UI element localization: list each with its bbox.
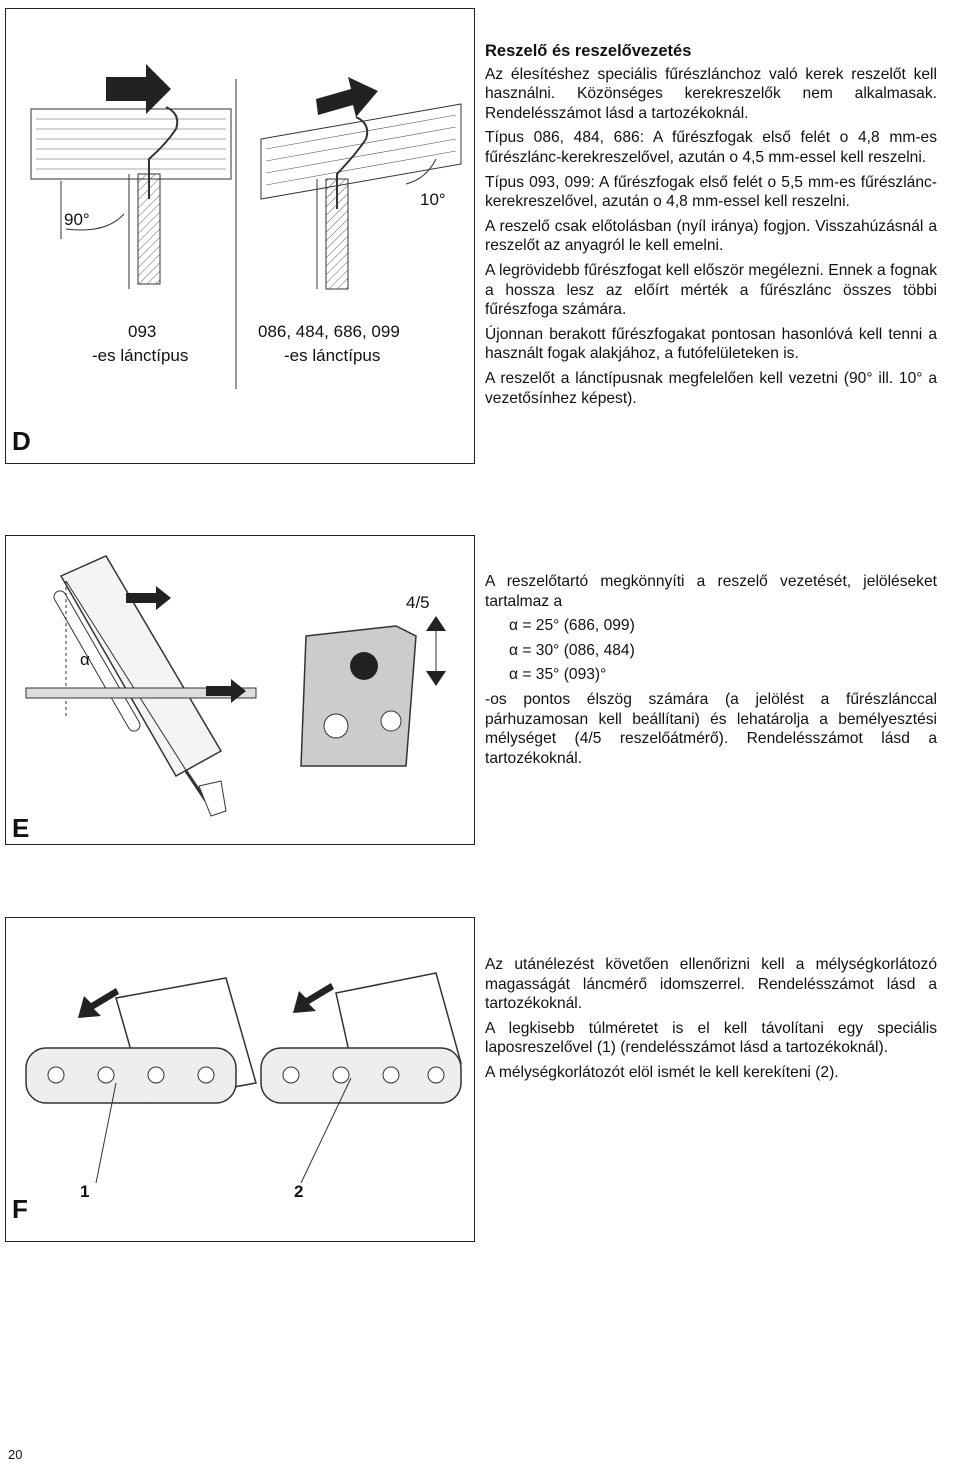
paragraph: A legrövidebb fűrészfogat kell először m… xyxy=(485,261,937,319)
section-d-label: D xyxy=(12,426,31,456)
section-e-label: E xyxy=(12,813,30,843)
callout-number-1: 1 xyxy=(80,1182,90,1201)
figure-f-illustration xyxy=(25,972,462,1184)
figure-e-frame xyxy=(5,535,475,845)
section-f-text: Az utánélezést követően ellenőrizni kell… xyxy=(485,955,937,1088)
callout-number-2: 2 xyxy=(294,1182,304,1201)
paragraph: A reszelőt a lánctípusnak megfelelően ke… xyxy=(485,369,937,407)
paragraph: A mélységkorlátozót elöl ismét le kell k… xyxy=(485,1063,839,1081)
angle-10-label: 10° xyxy=(420,190,446,209)
angle-line: α = 30° (086, 484) xyxy=(509,641,635,659)
alpha-label: α xyxy=(80,650,90,669)
gauge-ratio-label: 4/5 xyxy=(406,593,430,612)
page-number: 20 xyxy=(8,1447,23,1462)
paragraph: A legkisebb túlméretet is el kell távolí… xyxy=(485,1019,937,1057)
left-chain-type-caption: -es lánctípus xyxy=(92,346,189,365)
section-d-text: Reszelő és reszelővezetés Az élesítéshez… xyxy=(485,42,937,413)
paragraph: A reszelő csak előtolásban (nyíl iránya)… xyxy=(485,217,937,255)
paragraph: -os pontos élszög számára (a jelölést a … xyxy=(485,690,937,767)
paragraph: A reszelőtartó megkönnyíti a reszelő vez… xyxy=(485,573,937,610)
figure-e-illustration xyxy=(25,555,446,817)
angle-line: α = 25° (686, 099) xyxy=(509,617,635,635)
figure-d-illustration xyxy=(30,64,462,389)
left-chain-type-number: 093 xyxy=(128,322,157,341)
paragraph: Típus 086, 484, 686: A fűrészfogak első … xyxy=(485,129,937,166)
paragraph: Újonnan berakott fűrészfogakat pontosan … xyxy=(485,325,937,363)
paragraph: Az utánélezést követően ellenőrizni kell… xyxy=(485,956,937,1013)
paragraph: Az élesítéshez speciális fűrészlánchoz v… xyxy=(485,65,937,122)
section-f-label: F xyxy=(12,1194,28,1224)
section-d-heading: Reszelő és reszelővezetés xyxy=(485,42,692,60)
right-chain-type-numbers: 086, 484, 686, 099 xyxy=(258,322,400,341)
paragraph: Típus 093, 099: A fűrészfogak első felét… xyxy=(485,173,937,211)
section-e-text: A reszelőtartó megkönnyíti a reszelő vez… xyxy=(485,572,937,773)
right-chain-type-caption: -es lánctípus xyxy=(284,346,381,365)
figure-f-frame xyxy=(5,917,475,1242)
angle-90-label: 90° xyxy=(64,210,90,229)
angle-line: α = 35° (093)° xyxy=(509,666,607,684)
figure-d-frame xyxy=(5,8,475,464)
